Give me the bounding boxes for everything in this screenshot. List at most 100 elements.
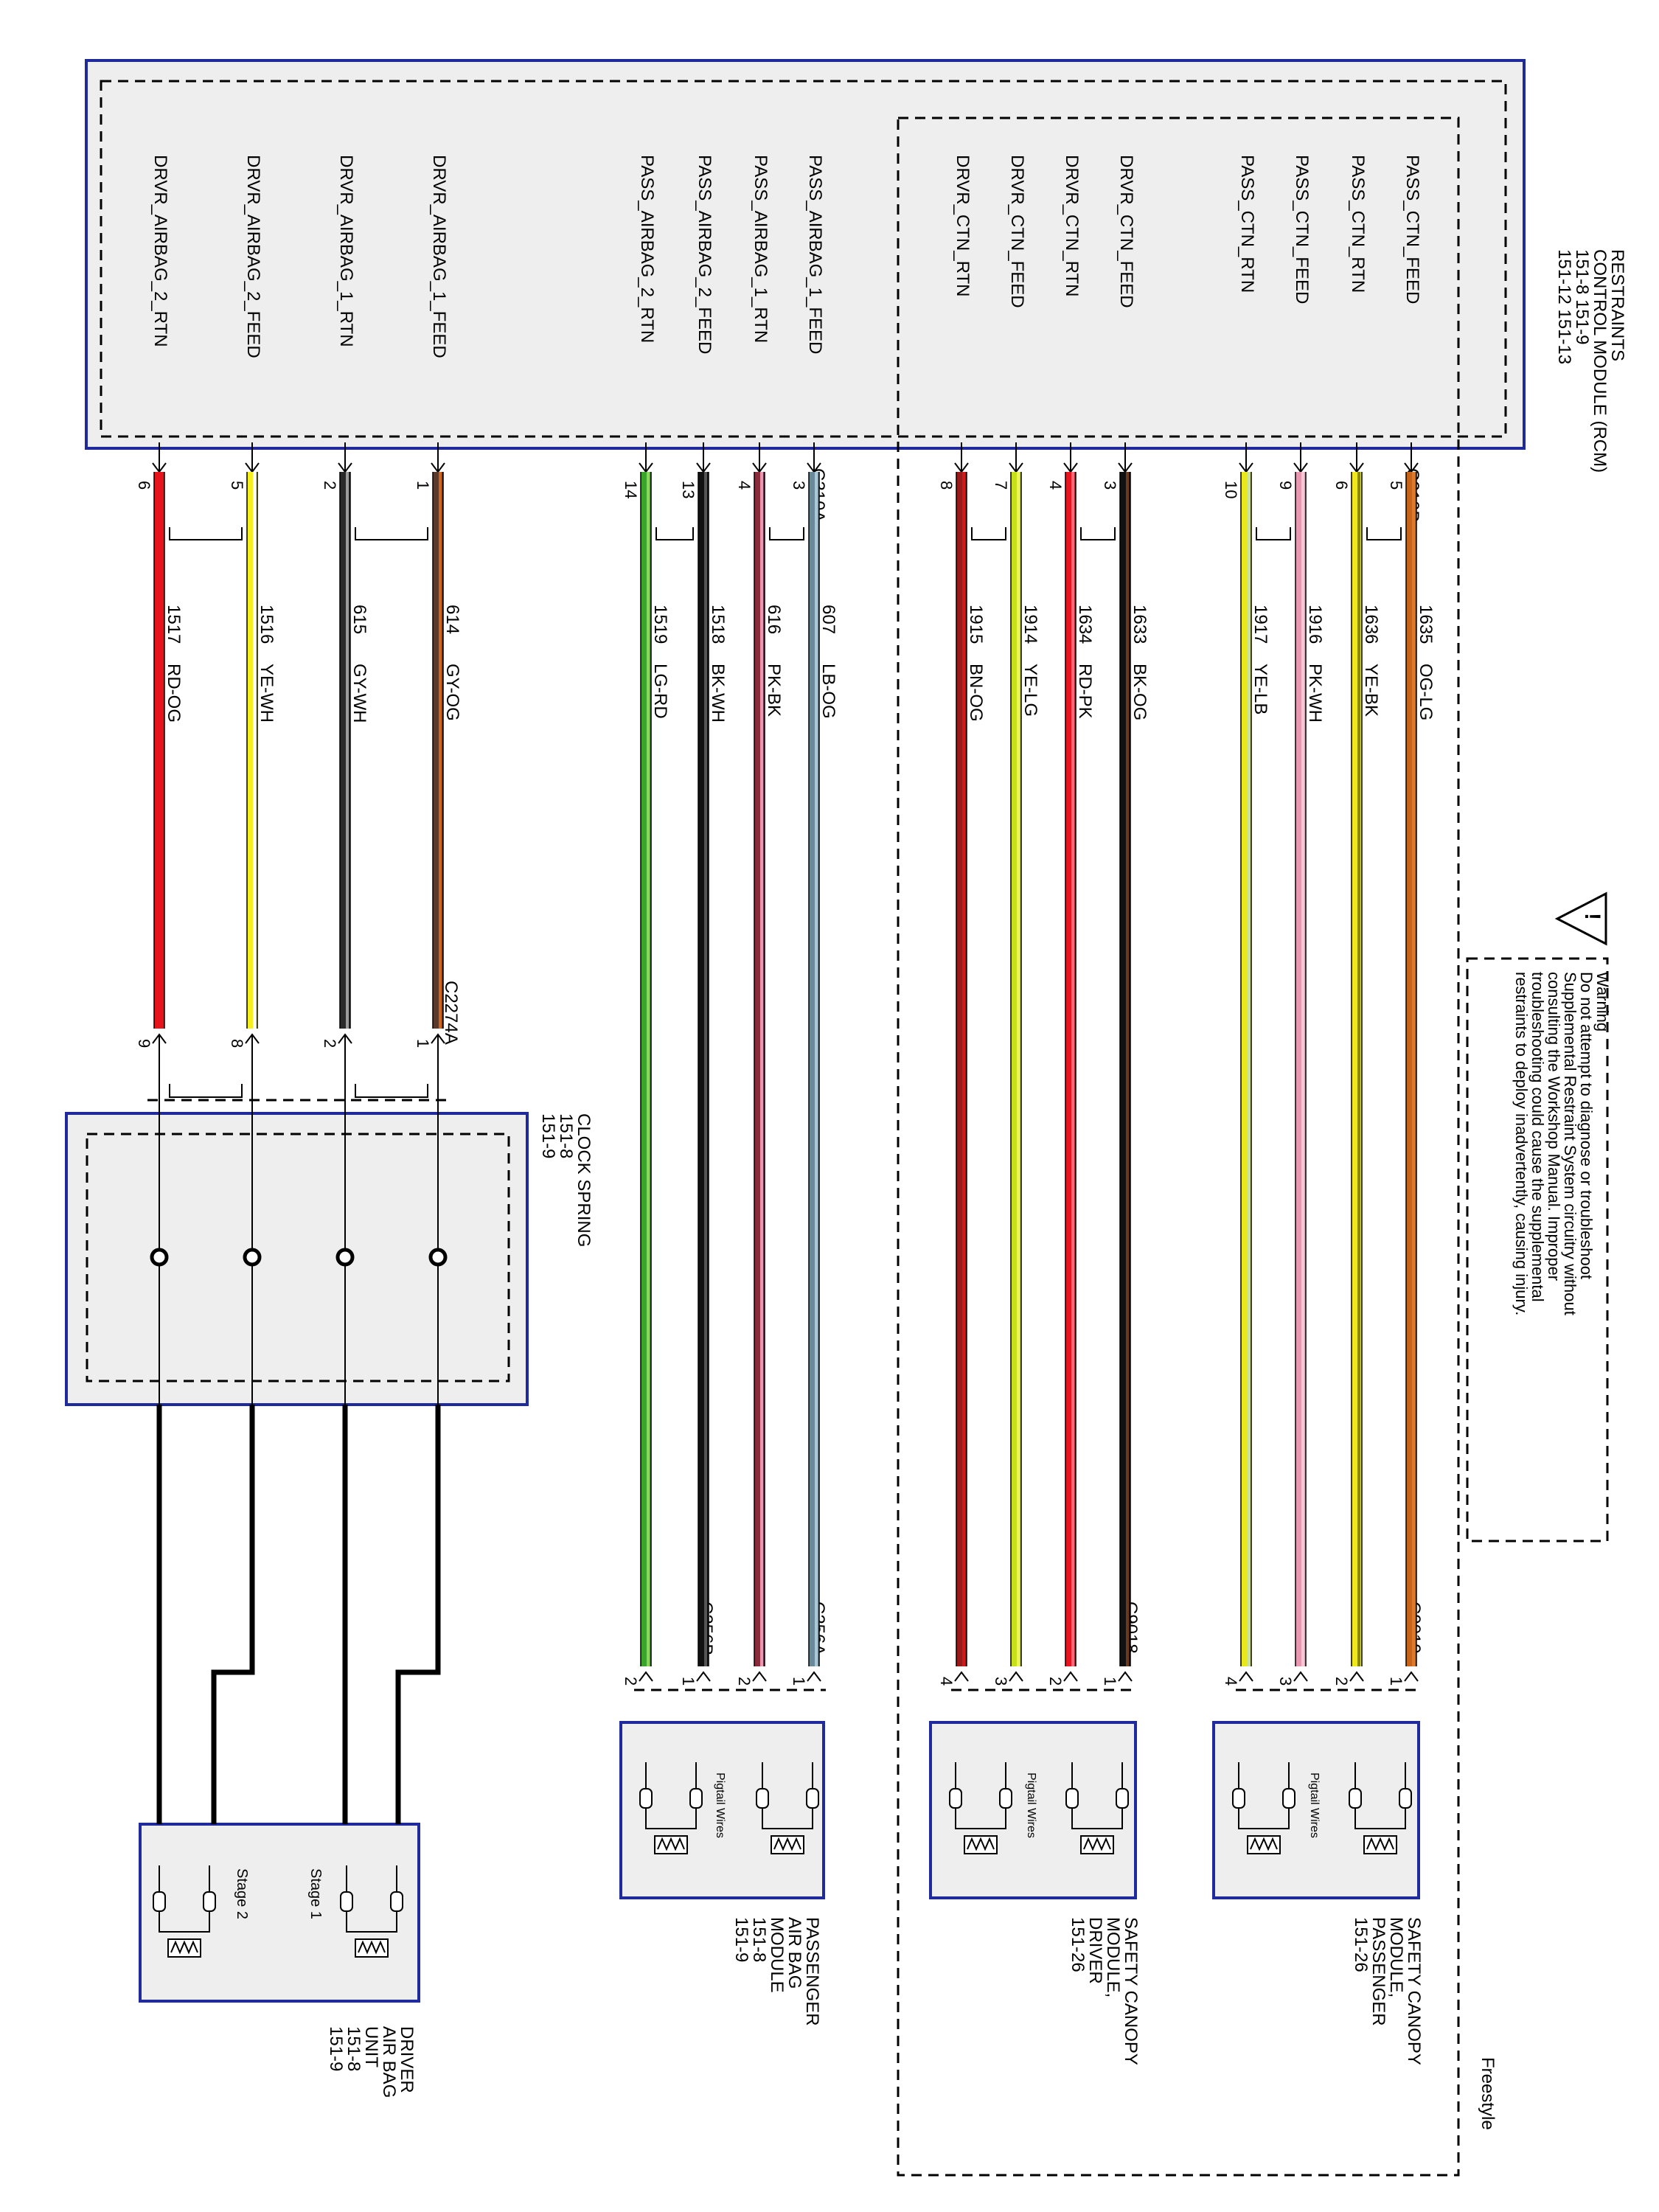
clock-spring-label-1: CLOCK SPRING: [574, 1113, 594, 1247]
warning-triangle-icon: [1554, 891, 1607, 946]
wire-color-code: OG-LG: [1416, 664, 1436, 720]
rcm-signal-label: PASS_CTN_RTN: [1348, 155, 1368, 293]
twisted-pair-bracket: [1080, 527, 1116, 540]
end-pin-terminal-icon: [1063, 1671, 1078, 1682]
end-pin-terminal-icon: [752, 1671, 767, 1682]
rcm-pin-number: 3: [1101, 481, 1119, 490]
rcm-pin-number: 3: [790, 481, 808, 490]
wire-circuit-number: 607: [818, 605, 838, 634]
wire-color-code: RD-PK: [1075, 664, 1095, 719]
canopy-passenger-label-2: MODULE,: [1386, 1917, 1406, 1997]
rcm-pin-number: 5: [1387, 481, 1405, 490]
wire-circuit-number: 1916: [1305, 605, 1325, 644]
warning-text-4: consulting the Workshop Manual. Improper: [1545, 972, 1563, 1281]
driver-stage2-squib-icon: [153, 1865, 216, 1958]
end-pin-number: 1: [679, 1677, 698, 1686]
wire-circuit-number: 616: [764, 605, 784, 634]
rcm-pin-number: 13: [679, 481, 698, 498]
rcm-pin-number: 2: [321, 481, 339, 490]
passenger-airbag-label-3: MODULE: [767, 1917, 787, 1993]
passenger-airbag-box: [619, 1721, 825, 1899]
rcm-pin-number: 10: [1222, 481, 1240, 498]
rcm-signal-label: PASS_AIRBAG_2_FEED: [695, 155, 714, 354]
driver-airbag-box: [139, 1823, 420, 2003]
end-pin-number: 1: [1101, 1677, 1119, 1686]
end-pin-number: 8: [228, 1039, 246, 1048]
passenger-airbag-label-2: AIR BAG: [785, 1917, 804, 1989]
wire-circuit-number: 1633: [1130, 605, 1150, 644]
canopy-driver-label-2: MODULE,: [1103, 1917, 1123, 1997]
end-pin-number: 2: [735, 1677, 754, 1686]
driver-airbag-label-2: AIR BAG: [379, 2026, 399, 2098]
rcm-signal-label: PASS_AIRBAG_1_FEED: [805, 155, 825, 354]
rcm-signal-label: DRVR_AIRBAG_2_FEED: [243, 155, 263, 358]
connector-c2274a: C2274A: [441, 981, 461, 1045]
end-pin-number: 3: [1276, 1677, 1295, 1686]
rcm-signal-label: PASS_CTN_FEED: [1402, 155, 1422, 304]
canopy-driver-pigtail-label: Pigtail Wires: [1025, 1773, 1037, 1838]
end-pin-number: 2: [1046, 1677, 1065, 1686]
wire-circuit-number: 1519: [650, 605, 670, 644]
rcm-signal-label: DRVR_AIRBAG_1_RTN: [336, 155, 356, 347]
end-pin-number: 1: [1387, 1677, 1405, 1686]
end-pin-number: 1: [414, 1039, 432, 1048]
rcm-signal-label: DRVR_AIRBAG_2_RTN: [150, 155, 170, 347]
end-pin-number: 2: [1332, 1677, 1351, 1686]
rcm-pin-number: 7: [992, 481, 1010, 490]
driver-airbag-label-1: DRIVER: [397, 2026, 417, 2093]
passenger-pigtail-label: Pigtail Wires: [714, 1773, 726, 1838]
twisted-pair-bracket: [355, 1084, 428, 1098]
rcm-pin-number: 5: [228, 481, 246, 490]
wire-circuit-number: 1634: [1075, 605, 1095, 644]
end-pin-terminal-icon: [696, 1671, 711, 1682]
twisted-pair-bracket: [169, 527, 243, 540]
end-pin-number: 4: [1222, 1677, 1240, 1686]
rcm-module-box: [85, 59, 1526, 450]
rcm-pin-number: 14: [622, 481, 640, 498]
rcm-pin-number: 1: [414, 481, 432, 490]
driver-airbag-stage2: Stage 2: [234, 1868, 250, 1919]
canopy-passenger-squib-2-icon: [1232, 1762, 1295, 1854]
canopy-passenger-box: [1212, 1721, 1420, 1899]
warning-exclaim-icon: !: [1580, 913, 1604, 920]
wire-circuit-number: 1516: [257, 605, 276, 644]
rcm-pin-number: 6: [135, 481, 153, 490]
rcm-pin-number: 4: [735, 481, 754, 490]
wire-circuit-number: 1917: [1251, 605, 1270, 644]
canopy-driver-box: [929, 1721, 1137, 1899]
canopy-driver-squib-1-icon: [1065, 1762, 1129, 1854]
wire-color-code: PK-WH: [1305, 664, 1325, 723]
end-pin-number: 4: [937, 1677, 956, 1686]
driver-airbag-label-3: UNIT: [361, 2026, 381, 2067]
rcm-signal-label: DRVR_AIRBAG_1_FEED: [429, 155, 449, 358]
end-pin-terminal-icon: [954, 1671, 969, 1682]
clock-spring-box: [65, 1112, 529, 1406]
clock-spring-label-2: 151-8: [556, 1113, 576, 1158]
twisted-pair-bracket: [169, 1084, 243, 1098]
warning-text-6: restraints to deploy inadvertently, caus…: [1512, 972, 1531, 1315]
end-pin-terminal-icon: [431, 1033, 445, 1044]
rcm-pin-number: 6: [1332, 481, 1351, 490]
rcm-title-line-1: RESTRAINTS: [1607, 249, 1627, 361]
warning-text-5: troubleshooting could cause the suppleme…: [1528, 972, 1547, 1302]
rcm-pin-number: 9: [1276, 481, 1295, 490]
wire-circuit-number: 1635: [1416, 605, 1436, 644]
end-pin-terminal-icon: [245, 1033, 260, 1044]
rcm-signal-label: DRVR_CTN_RTN: [953, 155, 973, 296]
clock-spring-label-3: 151-9: [538, 1113, 558, 1158]
wire-color-code: RD-OG: [164, 664, 184, 723]
end-pin-terminal-icon: [1404, 1671, 1419, 1682]
end-pin-terminal-icon: [152, 1033, 167, 1044]
wire-layer: DRVR_AIRBAG_2_RTN 6 1 5 1 7RD-OG 9 DRVR_AIRBAG_…: [135, 155, 1436, 1958]
wire-color-code: YE-BK: [1361, 664, 1381, 717]
clock-spring-contact-icon: [150, 1248, 169, 1267]
rcm-signal-label: PASS_CTN_FEED: [1292, 155, 1312, 304]
driver-airbag-feed-wire: [395, 1405, 441, 1824]
warning-text-1: Warning: [1593, 972, 1612, 1032]
end-pin-number: 9: [135, 1039, 153, 1048]
canopy-driver-label-4: 151-26: [1068, 1917, 1088, 1972]
clock-spring-inner: [86, 1133, 510, 1382]
wire-circuit-number: 614: [442, 605, 462, 634]
end-pin-number: 1: [790, 1677, 808, 1686]
